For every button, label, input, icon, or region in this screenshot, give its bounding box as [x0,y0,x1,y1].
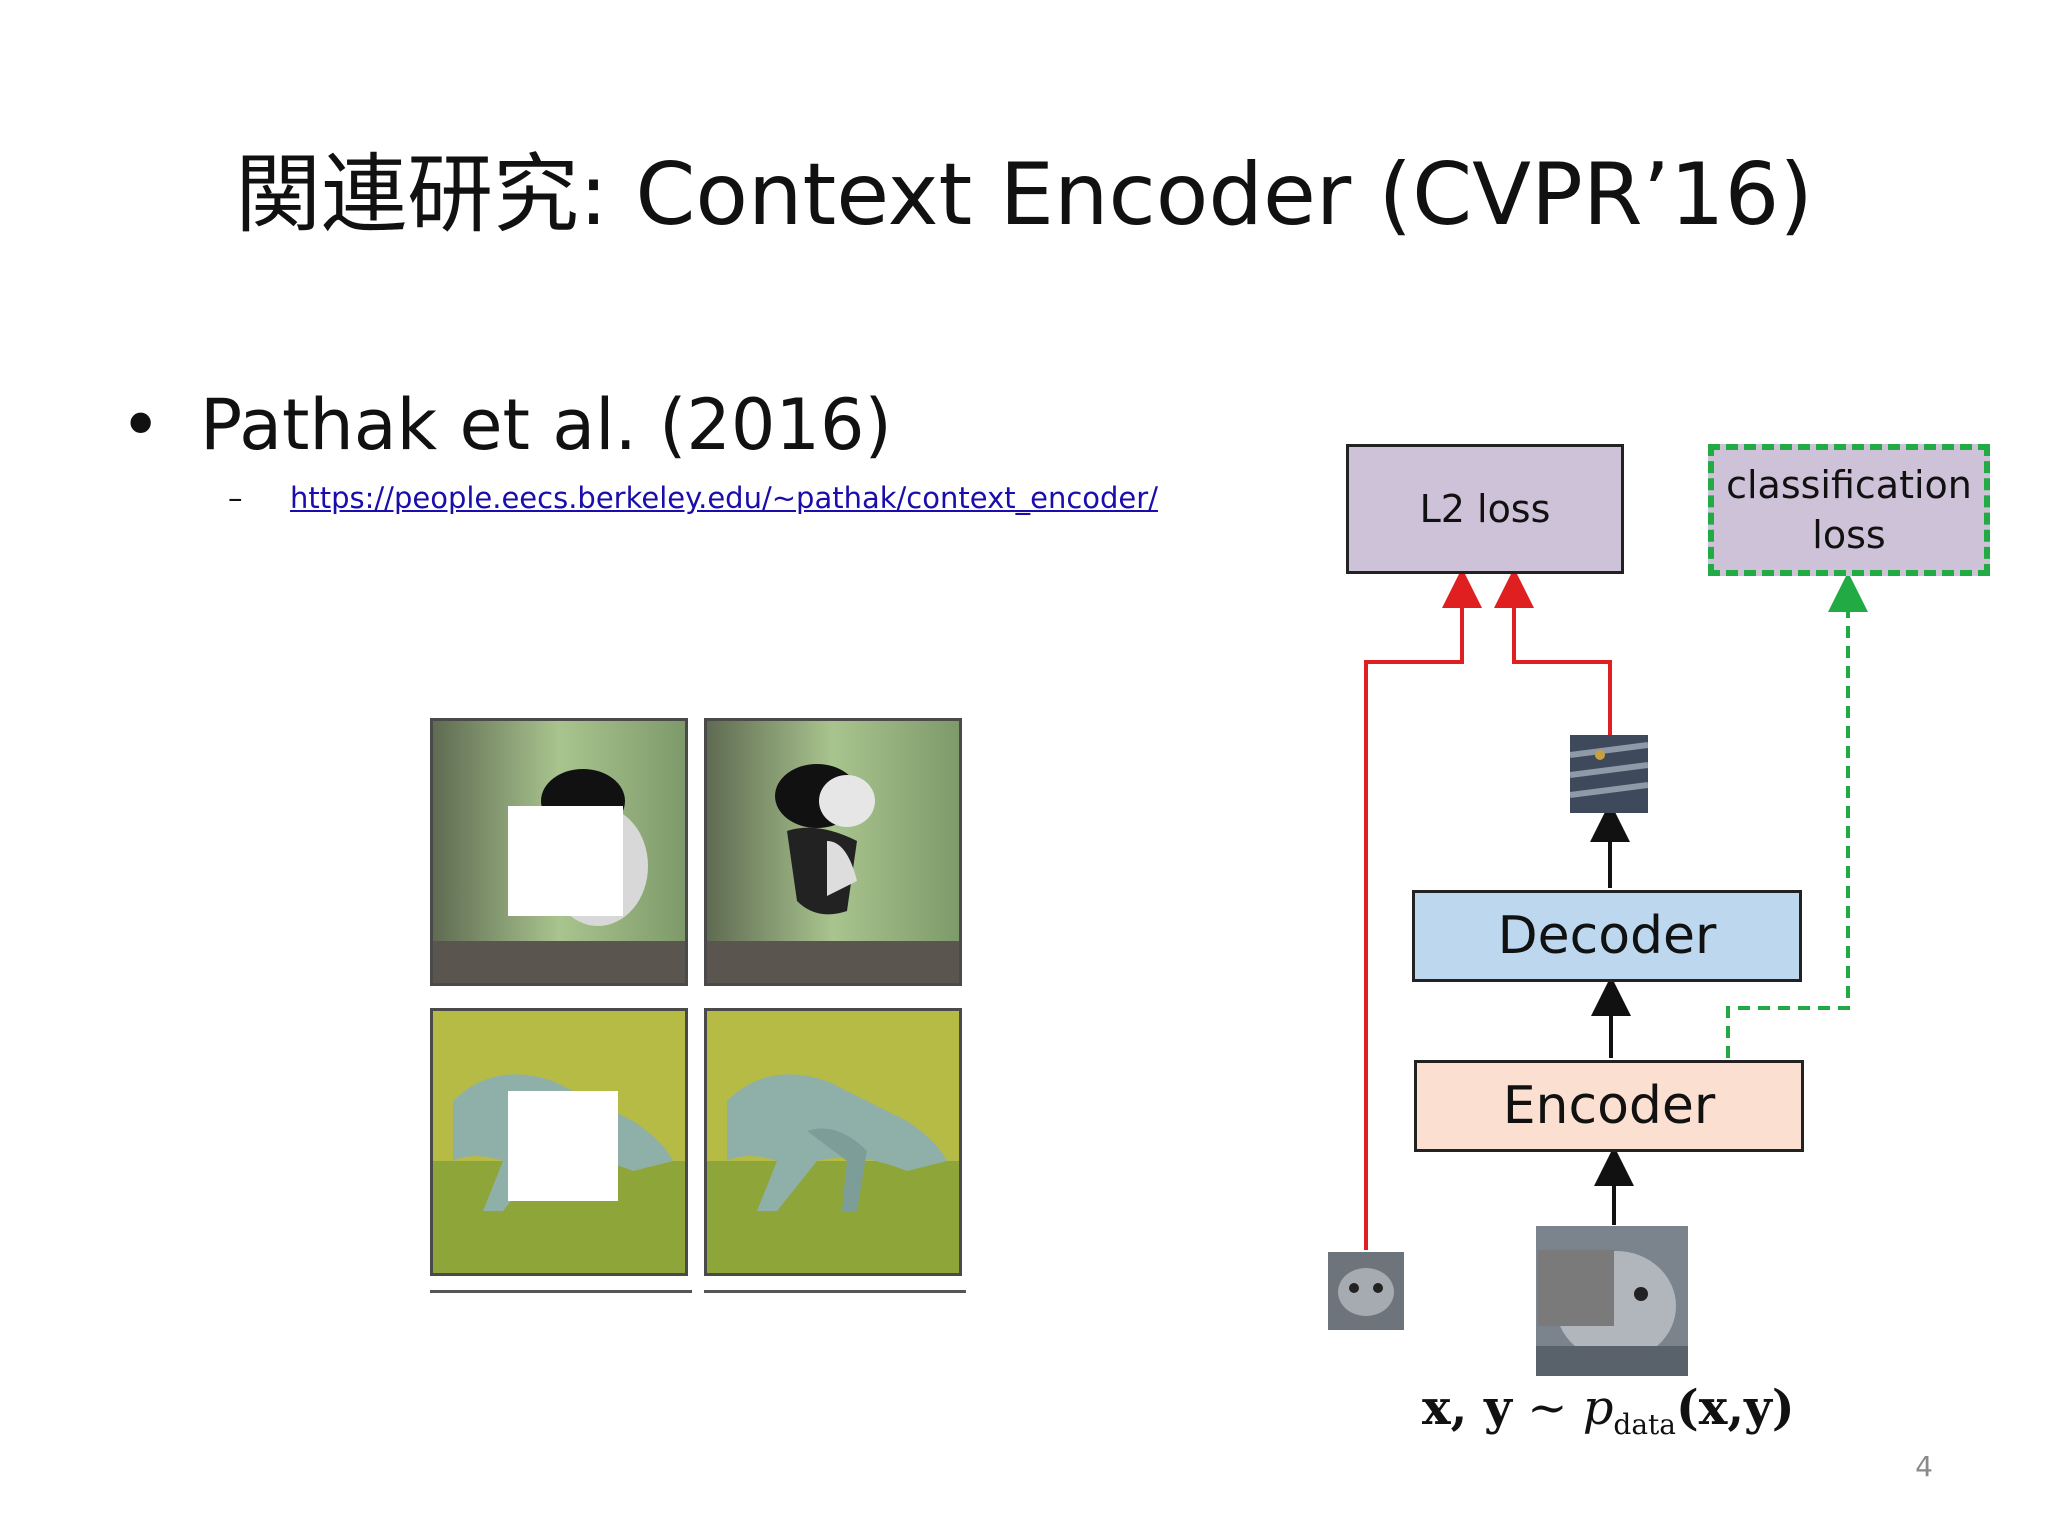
slide-title: 関連研究: Context Encoder (CVPR’16) [235,145,1813,245]
formula-tilde: ~ [1527,1380,1568,1436]
grid-divider [704,1290,966,1293]
formula-arguments: (x,y) [1675,1380,1795,1436]
bird-inpainted-image [704,718,962,986]
classification-loss-box: classification loss [1708,444,1990,576]
formula-p: p [1582,1380,1614,1436]
bullet-marker: • [120,384,162,466]
masked-input-image [1536,1226,1688,1376]
sub-bullet-marker: – [228,481,243,515]
diagram-connectors [1364,568,1868,1250]
formula-subscript: data [1613,1408,1676,1441]
reconstruction-arrow [1494,568,1612,736]
bullet-text: Pathak et al. (2016) [200,384,892,466]
context-encoder-diagram: L2 loss classification loss Decoder Enco… [1328,440,2030,1480]
data-distribution-formula: x, y ~ pdata(x,y) [1422,1380,1795,1441]
formula-variables: x, y [1422,1380,1512,1436]
decoder-box: Decoder [1412,890,1802,982]
grid-divider [430,1290,692,1293]
project-link[interactable]: https://people.eecs.berkeley.edu/~pathak… [290,481,1158,515]
inpainting-examples [430,718,975,1303]
page-number: 4 [1915,1450,1933,1483]
encoder-box: Encoder [1414,1060,1804,1152]
reconstructed-patch-image [1570,735,1648,813]
real-patch-arrow [1364,568,1482,1250]
bird-masked-image [430,718,688,986]
classification-arrow [1726,572,1868,1058]
dog-masked-image [430,1008,688,1276]
real-patch-image [1328,1252,1404,1330]
dog-inpainted-image [704,1008,962,1276]
l2-loss-box: L2 loss [1346,444,1624,574]
